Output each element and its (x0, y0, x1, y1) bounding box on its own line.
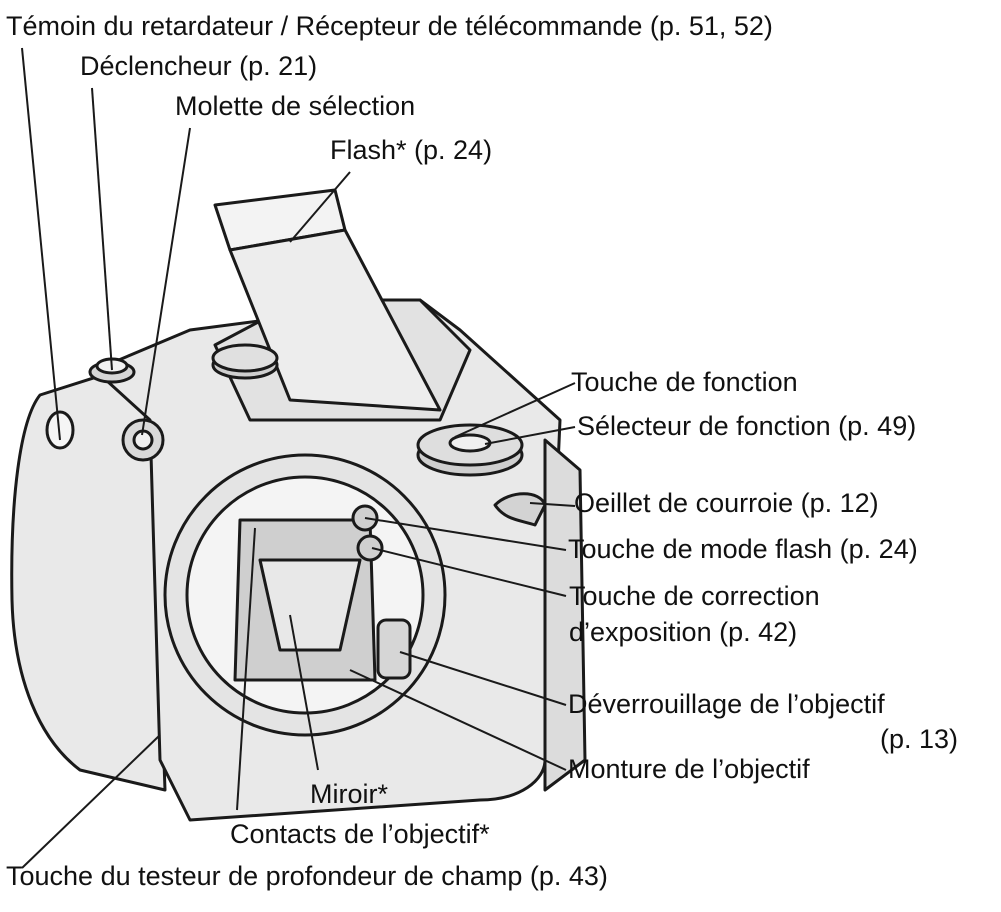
label-lens-release-line2: (p. 13) (879, 724, 958, 754)
label-mirror: Miroir* (310, 779, 388, 809)
label-self-timer: Témoin du retardateur / Récepteur de tél… (6, 11, 773, 41)
label-exposure-comp-line1: Touche de correction (569, 581, 820, 611)
camera-body (10, 188, 587, 822)
label-strap-eyelet: Oeillet de courroie (p. 12) (574, 488, 879, 518)
label-dof-preview: Touche du testeur de profondeur de champ… (6, 861, 608, 891)
label-function-dial: Sélecteur de fonction (p. 49) (577, 411, 917, 441)
label-exposure-comp-line2: d’exposition (p. 42) (569, 617, 798, 647)
label-function-button: Touche de fonction (571, 367, 798, 397)
label-lens-release-line1: Déverrouillage de l’objectif (568, 689, 885, 719)
label-lens-mount: Monture de l’objectif (568, 754, 810, 784)
label-flash-mode-button: Touche de mode flash (p. 24) (568, 534, 918, 564)
label-control-dial: Molette de sélection (175, 91, 416, 121)
label-flash: Flash* (p. 24) (330, 135, 493, 165)
label-lens-contacts: Contacts de l’objectif* (230, 819, 490, 849)
leader-lines (21, 47, 576, 869)
label-shutter-button: Déclencheur (p. 21) (80, 51, 318, 81)
